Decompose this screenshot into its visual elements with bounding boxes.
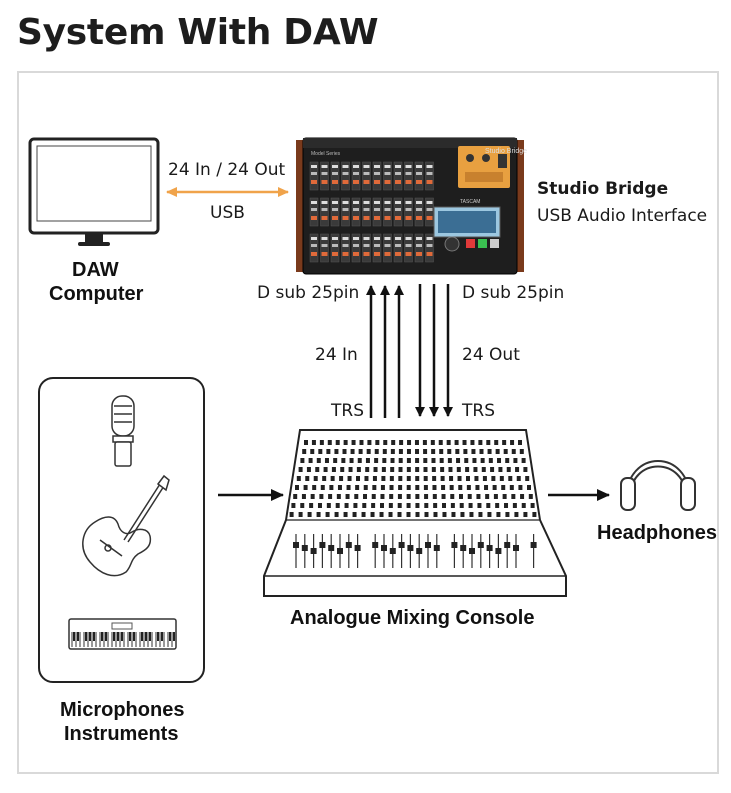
- diagram-frame: [17, 71, 719, 774]
- console-label: Analogue Mixing Console: [290, 607, 535, 629]
- computer-monitor-icon: [28, 137, 160, 246]
- daw-label-line1: DAW: [72, 259, 119, 281]
- left-connector-label: D sub 25pin: [257, 283, 360, 303]
- audio-interface-device: [296, 137, 524, 275]
- output-arrows: [415, 284, 453, 417]
- right-connector-label: D sub 25pin: [462, 283, 565, 303]
- usb-label: USB: [210, 203, 245, 223]
- input-arrows: [366, 285, 404, 418]
- right-jack-label: TRS: [462, 401, 495, 421]
- mixing-console: [263, 429, 567, 597]
- page-title: System With DAW: [17, 12, 379, 53]
- output-signal-label: 24 Out: [462, 345, 520, 365]
- interface-panel-brand: Studio Bridge: [485, 148, 527, 155]
- interface-panel-logo: TASCAM: [460, 199, 480, 205]
- sources-label-line1: Microphones: [60, 699, 185, 721]
- headphones-label: Headphones: [597, 522, 718, 544]
- interface-name: Studio Bridge: [537, 179, 669, 199]
- input-signal-label: 24 In: [315, 345, 358, 365]
- usb-channels-label: 24 In / 24 Out: [168, 160, 286, 180]
- keyboard-icon: [68, 618, 177, 650]
- microphone-icon: [111, 395, 135, 467]
- interface-panel-series: Model Series: [311, 151, 341, 157]
- sources-label-line2: Instruments: [64, 723, 179, 745]
- headphones-icon: [620, 460, 696, 511]
- guitar-icon: [82, 474, 170, 577]
- left-jack-label: TRS: [331, 401, 364, 421]
- daw-label-line2: Computer: [49, 283, 144, 305]
- interface-description: USB Audio Interface: [537, 206, 708, 226]
